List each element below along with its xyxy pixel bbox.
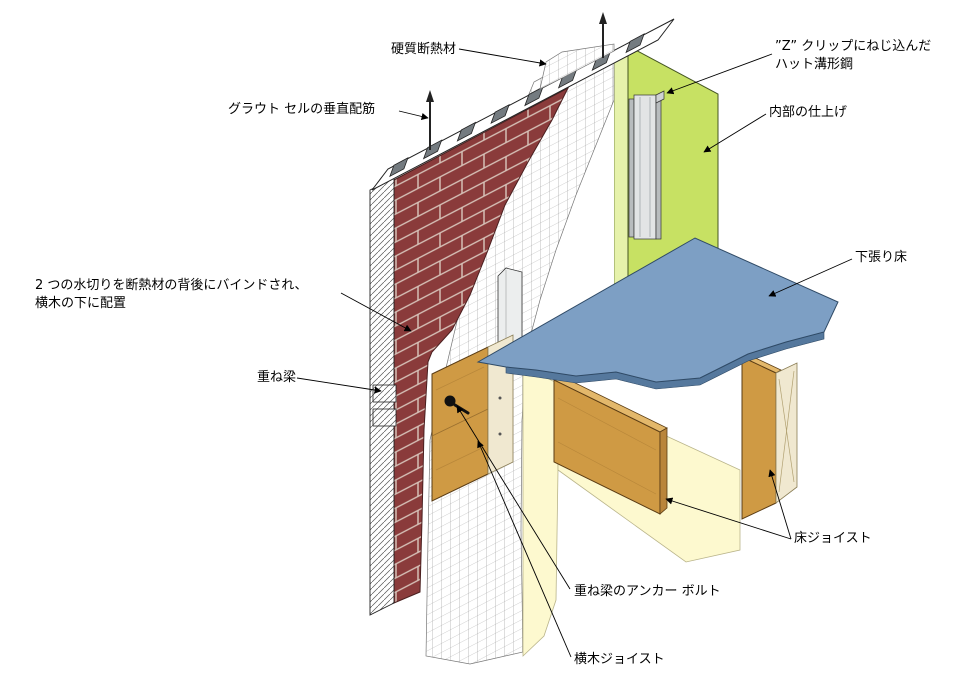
cmu-core	[490, 103, 510, 125]
leader-interior-finish	[703, 113, 767, 153]
label-ledger-joist: 横木ジョイスト	[574, 652, 665, 667]
label-rigid-insulation: 硬質断熱材	[391, 42, 457, 57]
nail-dot	[498, 432, 502, 436]
label-subfloor: 下張り床	[855, 250, 908, 265]
flashing-weep	[372, 408, 397, 427]
hat-channel-flange-right	[655, 94, 662, 240]
subfloor-panel	[476, 237, 839, 390]
z-clip	[655, 90, 665, 104]
vertical-rebar-left	[426, 90, 434, 150]
leader-subfloor	[768, 258, 853, 297]
rebar-tip	[599, 12, 607, 24]
floor-joist-middle	[553, 375, 668, 515]
end-grain-mark	[778, 370, 795, 493]
hat-channel	[628, 90, 665, 240]
cmu-top-course	[371, 18, 675, 191]
leader-floor-joist-2	[768, 469, 792, 540]
cmu-core	[422, 139, 443, 160]
label-ledger-beam: 重ね梁	[257, 370, 297, 385]
cmu-core	[389, 157, 409, 178]
nail-dot	[498, 396, 502, 400]
subfloor-top	[476, 237, 839, 383]
rebar-tip	[426, 90, 434, 102]
leader-ledger-joist	[477, 440, 572, 658]
label-anchor-bolt: 重ね梁のアンカー ボルト	[574, 584, 721, 599]
insulation-edge-strip	[613, 45, 629, 299]
cmu-core	[456, 121, 477, 142]
hat-channel-flange-left	[628, 98, 635, 238]
leader-hat-channel	[666, 53, 773, 95]
joist-side-face	[741, 356, 777, 520]
cmu-core	[625, 33, 645, 54]
leader-flashing	[340, 292, 412, 332]
hat-channel-web	[633, 94, 657, 240]
joist-end-face	[659, 427, 668, 515]
ledger-ply-seam	[431, 408, 489, 437]
leader-lines	[296, 48, 853, 658]
label-interior-finish: 内部の仕上げ	[769, 105, 848, 120]
label-grout-cell-rebar: グラウト セルの垂直配筋	[228, 102, 376, 117]
wood-grain-line	[435, 366, 485, 391]
label-flashing: 2 つの水切りを断熱材の背後にバインドされ、 横木の下に配置	[35, 278, 308, 312]
brick-veneer	[393, 86, 570, 604]
label-hat-channel: ”Z” クリップにねじ込んだ ハット溝形鋼	[775, 39, 932, 73]
leader-rigid-insulation	[458, 48, 547, 67]
wood-grain-line	[557, 397, 657, 451]
anchor-bolt-head	[444, 395, 456, 407]
flashing-weep	[372, 384, 397, 403]
leader-ledger-beam	[296, 377, 382, 394]
label-floor-joist: 床ジョイスト	[794, 531, 872, 546]
leader-anchor-bolt	[456, 405, 571, 590]
leader-grout-rebar	[398, 110, 429, 120]
batt-insulation-left	[522, 365, 559, 657]
leader-floor-joist-1	[665, 497, 792, 540]
floor-joist-right	[741, 353, 798, 520]
wood-grain-line	[557, 441, 657, 495]
ledger-beam-face	[431, 346, 489, 502]
vertical-rebar-right	[599, 12, 607, 58]
wood-grain-line	[435, 446, 485, 471]
